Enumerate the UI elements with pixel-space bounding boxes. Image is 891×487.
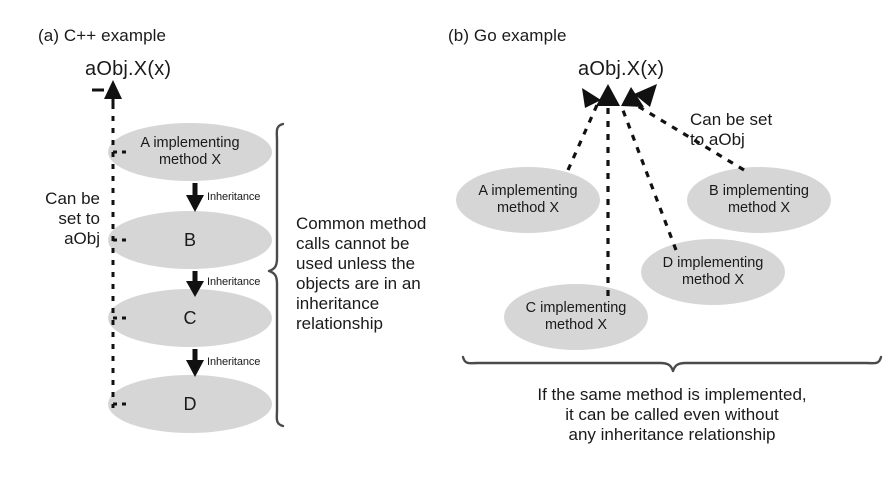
panel-b-node-b-label: B implementing method X [709, 183, 809, 216]
panel-a-inheritance-arrow-ab [186, 183, 204, 212]
panel-b-call-label: aObj.X(x) [578, 58, 665, 80]
panel-b-brace-note-line-3: any inheritance relationship [568, 425, 776, 445]
panel-a-title: (a) C++ example [38, 26, 167, 45]
panel-a-side-note-line-1: Can be [45, 189, 100, 208]
panel-a-brace-note-line-4: objects are in an [296, 274, 421, 294]
panel-b-node-d-label: D implementing method X [662, 255, 764, 288]
panel-a-call-label: aObj.X(x) [85, 58, 172, 80]
panel-a-node-b-label: B [183, 229, 196, 250]
panel-a-node-a-label: A implementing method X [140, 135, 240, 168]
panel-a-edge-label-cd: Inheritance [207, 356, 261, 368]
panel-a-brace-note-line-2: calls cannot be [296, 234, 410, 254]
panel-b-node-c-label: C implementing method X [525, 300, 627, 333]
panel-a-brace-note-line-5: inheritance [296, 294, 380, 314]
panel-a-node-c-label: C [183, 307, 197, 328]
panel-a-brace-note-line-3: used unless the [296, 254, 416, 274]
panel-a-edge-label-bc: Inheritance [207, 276, 261, 288]
panel-b-title: (b) Go example [448, 26, 567, 45]
panel-b-brace [461, 355, 883, 373]
panel-b-node-a-label: A implementing method X [478, 183, 578, 216]
panel-b-side-note-line-2: to aObj [690, 130, 745, 150]
panel-a-side-note-line-2: set to [58, 209, 100, 229]
panel-b-brace-note-line-1: If the same method is implemented, [537, 385, 807, 404]
panel-b-brace-note: If the same method is implemented,it can… [462, 385, 882, 445]
panel-a-inheritance-arrow-cd [186, 349, 204, 377]
panel-a-edge-label-ab: Inheritance [207, 191, 261, 203]
panel-a-brace-note-line-6: relationship [296, 314, 383, 334]
panel-a-call-arrow [92, 80, 122, 108]
panel-b-side-note-line-1: Can be set [690, 110, 773, 129]
panel-b-arrowheads [582, 84, 657, 108]
panel-a-side-note-line-3: aObj [64, 229, 100, 249]
panel-b-brace-note-line-2: it can be called even without [565, 405, 779, 425]
panel-a-node-d-label: D [183, 393, 197, 414]
panel-a-brace-note-line-1: Common method [296, 214, 427, 233]
